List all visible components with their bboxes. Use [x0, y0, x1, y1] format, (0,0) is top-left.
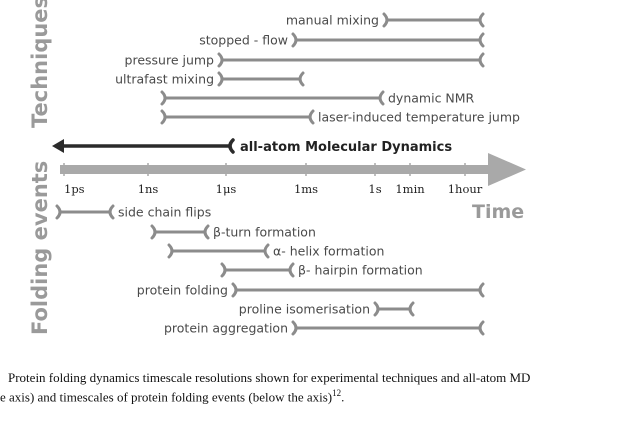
technique-label: manual mixing	[286, 13, 379, 28]
md-range	[52, 138, 235, 154]
technique-bar: pressure jump	[125, 52, 485, 68]
axis-tick-label: 1ms	[294, 182, 318, 196]
event-label: β- hairpin formation	[298, 263, 423, 278]
technique-label: stopped - flow	[199, 33, 288, 48]
technique-label: pressure jump	[125, 53, 215, 68]
event-bar	[55, 204, 115, 220]
event-bar	[220, 262, 295, 278]
axis-tick-label: 1s	[368, 182, 381, 196]
event-bar	[291, 320, 485, 336]
event-bar	[150, 224, 210, 240]
axis-tick-label: 1min	[395, 182, 425, 196]
technique-bar: manual mixing	[286, 12, 485, 28]
time-axis	[60, 153, 526, 186]
caption-reference: 12	[332, 388, 342, 398]
event-label: protein folding	[137, 283, 228, 298]
technique-bar: laser-induced temperature jump	[160, 109, 520, 125]
event-label: α- helix formation	[273, 244, 384, 259]
caption-period: .	[341, 389, 345, 405]
md-label: all-atom Molecular Dynamics	[240, 140, 452, 155]
event-bar	[373, 301, 415, 317]
section-label-folding-events: Folding events	[28, 161, 52, 335]
technique-bar: stopped - flow	[199, 32, 485, 48]
technique-bar: ultrafast mixing	[115, 71, 305, 87]
event-label: proline isomerisation	[239, 302, 370, 317]
technique-label: ultrafast mixing	[115, 72, 214, 87]
technique-label: laser-induced temperature jump	[318, 110, 520, 125]
axis-title: Time	[472, 201, 524, 223]
event-label: β-turn formation	[213, 225, 316, 240]
axis-tick-label: 1ps	[64, 182, 85, 196]
axis-tick-label: 1μs	[216, 182, 237, 196]
caption-line-2: e axis) and timescales of protein foldin…	[0, 388, 344, 405]
event-label: protein aggregation	[164, 321, 288, 336]
axis-tick-label: 1hour	[448, 182, 483, 196]
event-bar	[167, 243, 270, 259]
folding-events-group	[55, 204, 485, 336]
caption-line-1: Protein folding dynamics timescale resol…	[8, 370, 531, 385]
caption-line-2-text: e axis) and timescales of protein foldin…	[0, 389, 333, 405]
technique-bar: dynamic NMR	[160, 90, 475, 106]
axis-tick-label: 1ns	[138, 182, 159, 196]
technique-label: dynamic NMR	[388, 91, 475, 106]
section-label-techniques: Techniques	[28, 0, 52, 128]
event-label: side chain flips	[118, 205, 211, 220]
techniques-group: manual mixing stopped - flow pressure jump…	[115, 12, 520, 125]
event-bar	[231, 282, 485, 298]
